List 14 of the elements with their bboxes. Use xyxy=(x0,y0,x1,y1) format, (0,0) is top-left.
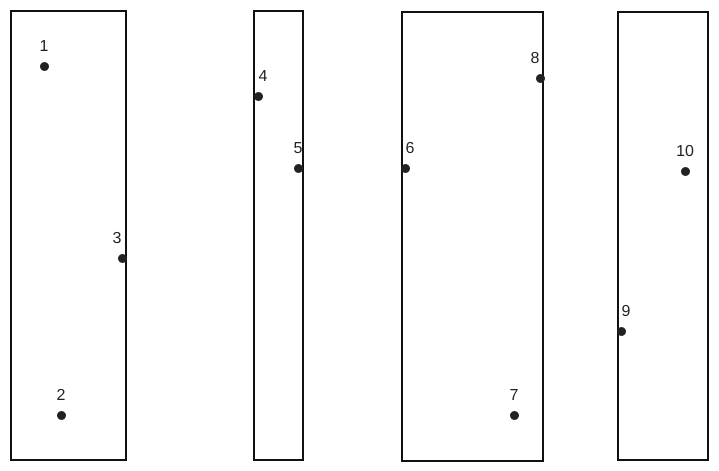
point-number: 10 xyxy=(676,144,694,160)
point-number: 5 xyxy=(294,141,302,157)
point-number: 9 xyxy=(622,304,630,320)
point-number: 6 xyxy=(406,141,414,157)
point-number: 3 xyxy=(112,231,122,247)
point-number: 8 xyxy=(530,51,540,67)
point-number: 1 xyxy=(40,39,48,55)
point-number: 2 xyxy=(56,388,66,404)
rectangle-outline xyxy=(10,10,127,461)
rectangle-outline xyxy=(253,10,304,461)
rectangle-outline xyxy=(401,11,544,462)
point-number: 7 xyxy=(510,388,518,404)
rectangle-outline xyxy=(617,11,709,461)
point-number: 4 xyxy=(258,69,268,85)
